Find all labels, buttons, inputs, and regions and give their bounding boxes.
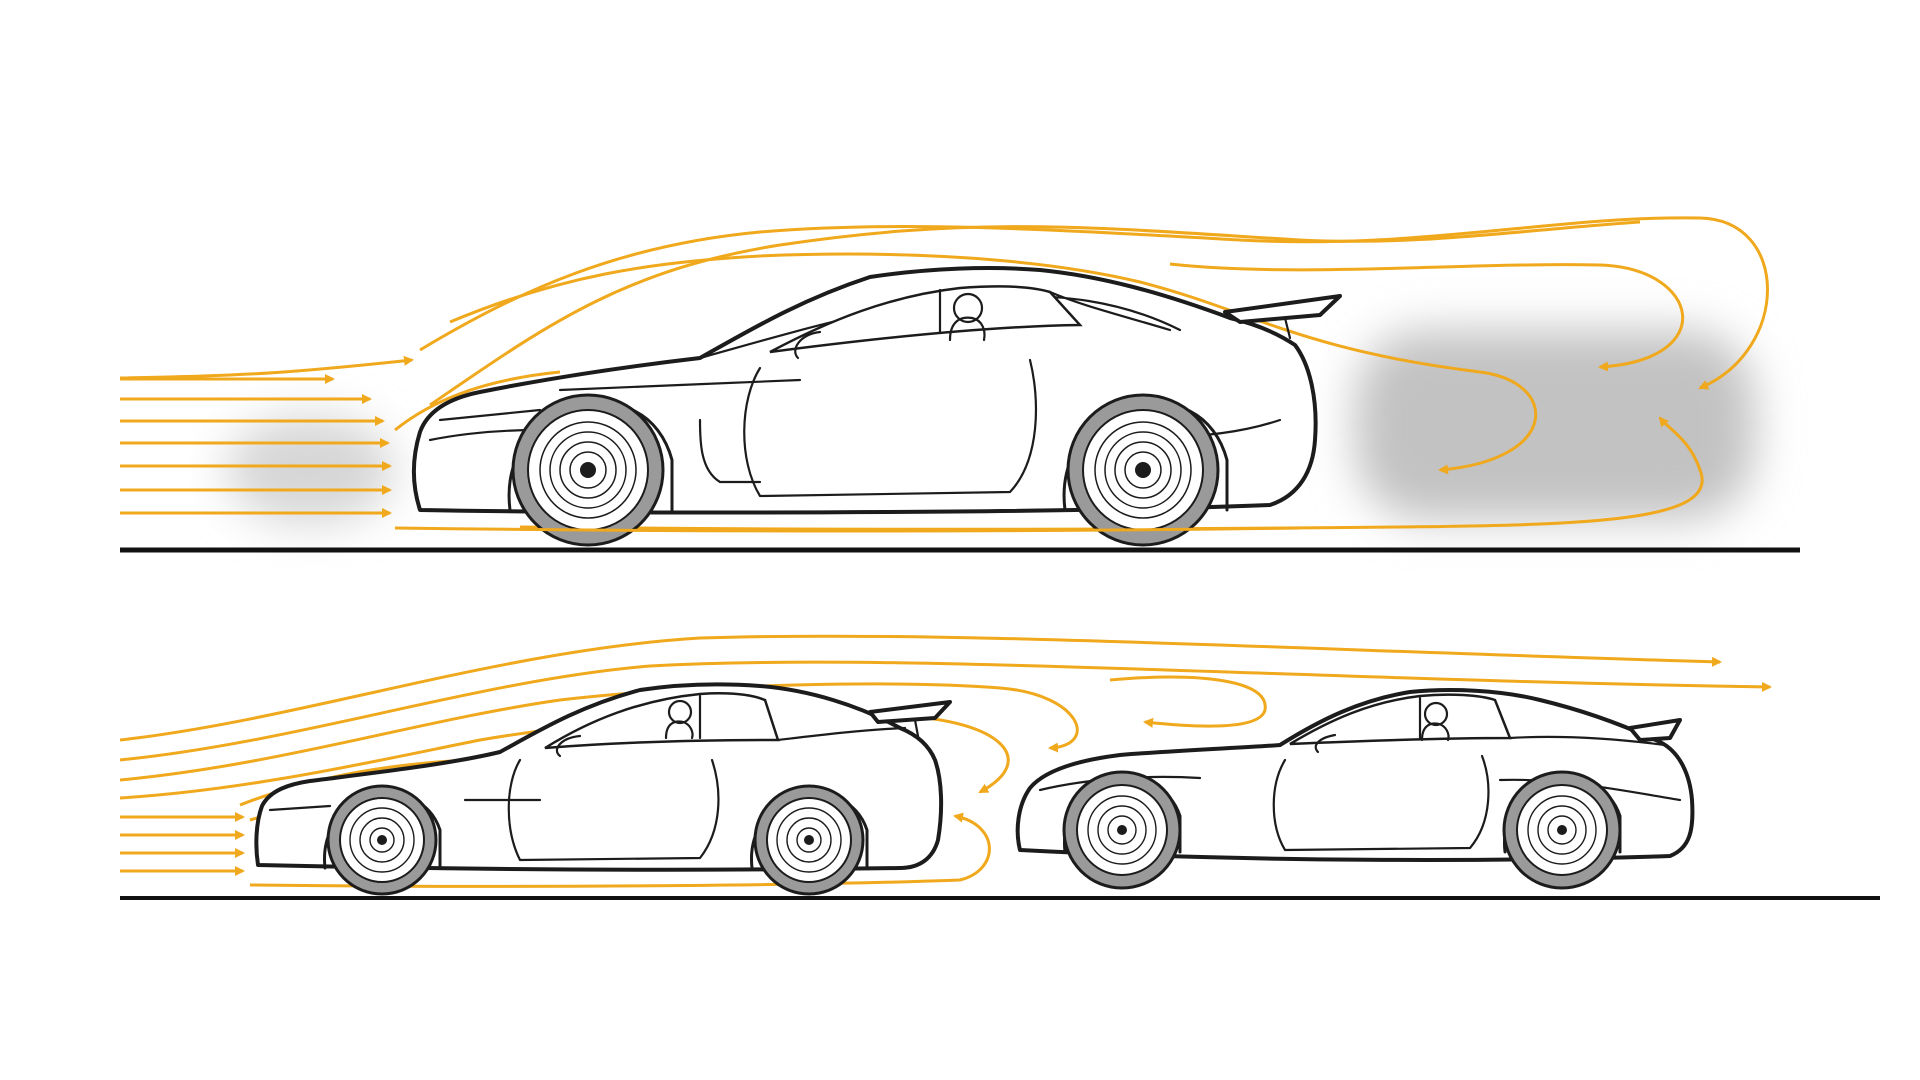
wheel-icon [326,784,438,896]
car-bottom-left [254,682,952,896]
front-pressure-zone [225,415,395,525]
driver-figure-icon [664,699,694,740]
wheel-icon [753,784,865,896]
wheel-icon [1066,393,1220,547]
bottom-panel [119,634,1880,900]
inflow-arrows-top [120,374,392,518]
top-panel [119,216,1800,553]
wake-region [1355,330,1755,520]
driver-figure-icon [948,292,986,342]
wheel-icon [511,393,665,547]
driver-figure-icon [1420,701,1450,742]
rear-wing-bottom-left [868,700,952,738]
wheel-icon [1062,770,1182,890]
wheel-icon [1502,770,1622,890]
rear-wing-top [1223,294,1342,340]
inflow-arrows-bottom [120,812,245,876]
rear-wing-bottom-right [1628,718,1682,742]
car-bottom-right [1015,688,1695,890]
car-top [412,266,1342,547]
streamlines-top [119,216,1769,531]
